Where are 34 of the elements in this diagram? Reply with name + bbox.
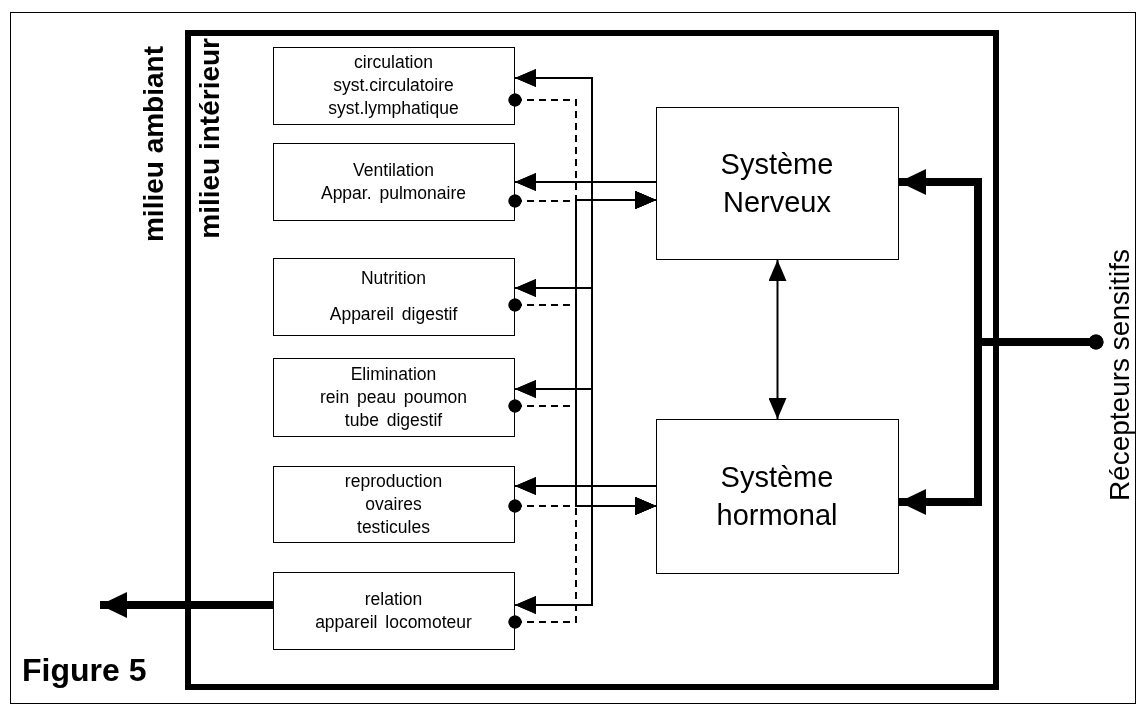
organ-box (272, 357, 515, 437)
box-text: Appareil digestif (329, 303, 458, 326)
box-text: Nutrition (360, 267, 427, 290)
system-box (655, 106, 899, 260)
organ-box (272, 142, 515, 221)
dashed-arrow (508, 497, 657, 629)
frame-border (10, 12, 1136, 704)
arrow (514, 485, 657, 614)
box-text: Appar. pulmonaire (320, 181, 466, 205)
organ-box (272, 46, 515, 125)
organ-box (272, 465, 515, 543)
box-text: syst.lymphatique (328, 97, 459, 120)
organ-box (272, 257, 515, 336)
box-text: syst.circulatoire (333, 74, 454, 97)
box-text: tube digestif (344, 408, 443, 432)
box-text: circulation (354, 51, 433, 74)
arrow (768, 259, 787, 420)
thick-frame (184, 29, 999, 690)
box-text: Système Nerveux (719, 147, 835, 220)
box-text: appareil locomoteur (315, 610, 472, 634)
organ-box (272, 571, 515, 650)
box-text: relation (364, 587, 423, 611)
box-text: ovaires (365, 492, 422, 516)
vertical-label: milieu ambiant (139, 45, 168, 242)
box-text: reproduction (344, 469, 443, 493)
system-box (655, 418, 899, 574)
box-text: rein peau poumon (319, 385, 468, 409)
box-text: Elimination (350, 362, 437, 386)
figure-title: Figure 5 (22, 652, 147, 689)
vertical-label: milieu intérieur (195, 37, 224, 239)
vertical-label: Récepteurs sensitifs (1105, 249, 1134, 502)
box-text: testicules (357, 515, 430, 539)
box-text: Système hormonal (715, 460, 839, 533)
box-text: Ventilation (353, 158, 434, 182)
